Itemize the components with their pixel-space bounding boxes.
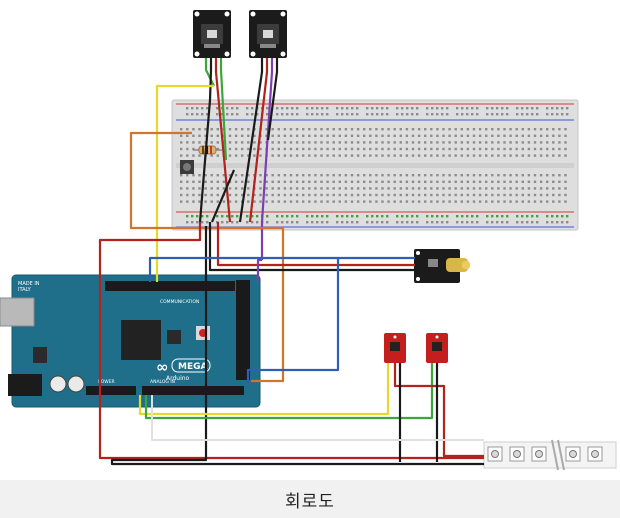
mega-logo-text: MEGA	[178, 362, 207, 372]
figure-caption: 회로도	[285, 491, 335, 512]
wires	[98, 58, 484, 466]
push-button-icon	[180, 160, 194, 174]
arduino-brand-text: Arduino	[166, 375, 190, 382]
laser-module-icon	[414, 249, 470, 283]
analog-in-label: ANALOG IN	[150, 379, 175, 385]
caption-bar: 회로도	[0, 480, 620, 518]
circuit-diagram: MADE IN ITALY COMMUNICATION ANALOG IN PO…	[0, 10, 617, 471]
ir-sensor-module-icon	[384, 333, 406, 363]
arduino-mega-board: MADE IN ITALY COMMUNICATION ANALOG IN PO…	[0, 274, 261, 408]
led-strip-icon	[483, 439, 617, 471]
breadboard-terminal-holes	[180, 128, 567, 203]
power-label: POWER	[98, 379, 115, 385]
ir-sensor-module-icon	[426, 333, 448, 363]
communication-label: COMMUNICATION	[160, 299, 199, 305]
joystick-module-icon	[193, 10, 231, 58]
country-label: ITALY	[18, 287, 32, 293]
infinity-logo-icon: ∞	[156, 358, 169, 376]
breadboard	[171, 99, 579, 231]
joystick-module-icon	[249, 10, 287, 58]
made-in-label: MADE IN	[18, 281, 40, 287]
